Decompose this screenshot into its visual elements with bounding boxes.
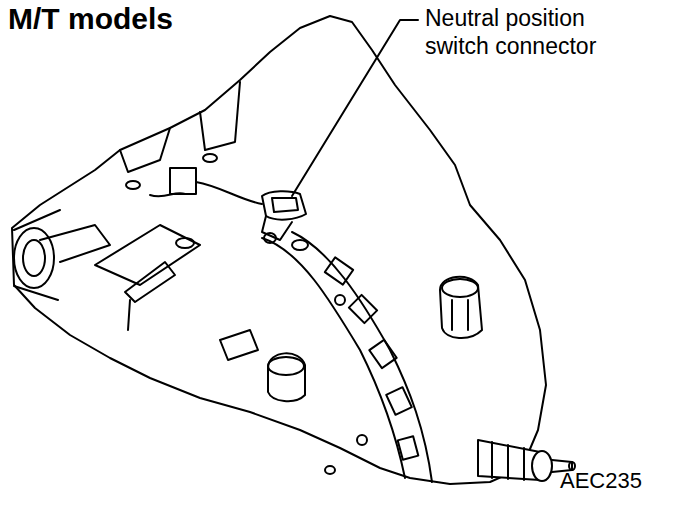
figure-title: M/T models [8, 2, 173, 36]
figure-code: AEC235 [560, 468, 642, 494]
part-label: Neutral position switch connector [425, 4, 647, 60]
leader-line [292, 20, 418, 196]
